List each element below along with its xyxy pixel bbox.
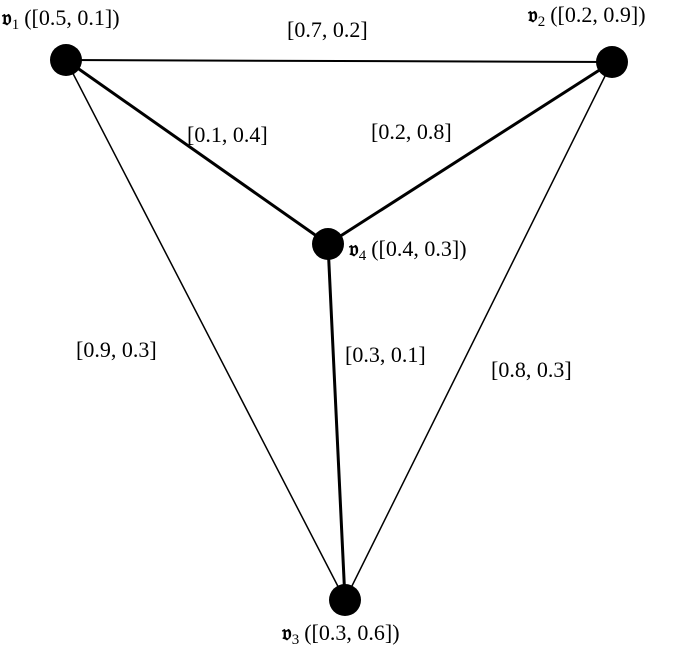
vertex-v1: [50, 44, 82, 76]
vertex-subscript-v4: 4: [359, 248, 367, 264]
vertex-subscript-v3: 3: [292, 632, 300, 648]
vertex-subscript-v1: 1: [12, 17, 20, 33]
vertex-value-v1: ([0.5, 0.1]): [24, 5, 119, 30]
edge-v1-v4: [64, 58, 330, 246]
edge-v1-v3: [65, 59, 346, 601]
vertex-value-v2: ([0.2, 0.9]): [550, 2, 645, 27]
edge-label-v1-v2: [0.7, 0.2]: [287, 17, 368, 42]
vertex-symbol-v3: 𝔳: [281, 620, 292, 645]
vertex-label-v1: 𝔳1([0.5, 0.1]): [1, 5, 120, 33]
vertex-symbol-v1: 𝔳: [1, 5, 12, 30]
edge-label-v2-v4: [0.2, 0.8]: [371, 119, 452, 144]
vertex-symbol-v4: 𝔳: [348, 236, 359, 261]
edge-label-v1-v4: [0.1, 0.4]: [187, 122, 268, 147]
vertex-label-v4: 𝔳4([0.4, 0.3]): [348, 236, 467, 264]
edge-label-v2-v3: [0.8, 0.3]: [491, 357, 572, 382]
vertex-subscript-v2: 2: [538, 14, 546, 30]
edge-v2-v4: [326, 60, 614, 246]
edge-v4-v3: [326, 242, 347, 602]
edge-label-v1-v3: [0.9, 0.3]: [76, 337, 157, 362]
vertex-v2: [596, 46, 628, 78]
vertex-value-v4: ([0.4, 0.3]): [371, 236, 466, 261]
vertex-v3: [329, 584, 361, 616]
edge-v2-v3: [344, 61, 613, 601]
vertex-v4: [312, 228, 344, 260]
edge-label-v4-v3: [0.3, 0.1]: [345, 342, 426, 367]
edge-v1-v2: [65, 59, 613, 63]
vertex-symbol-v2: 𝔳: [527, 2, 538, 27]
vertex-label-v2: 𝔳2([0.2, 0.9]): [527, 2, 646, 30]
vertex-label-v3: 𝔳3([0.3, 0.6]): [281, 620, 400, 648]
vertex-value-v3: ([0.3, 0.6]): [304, 620, 399, 645]
